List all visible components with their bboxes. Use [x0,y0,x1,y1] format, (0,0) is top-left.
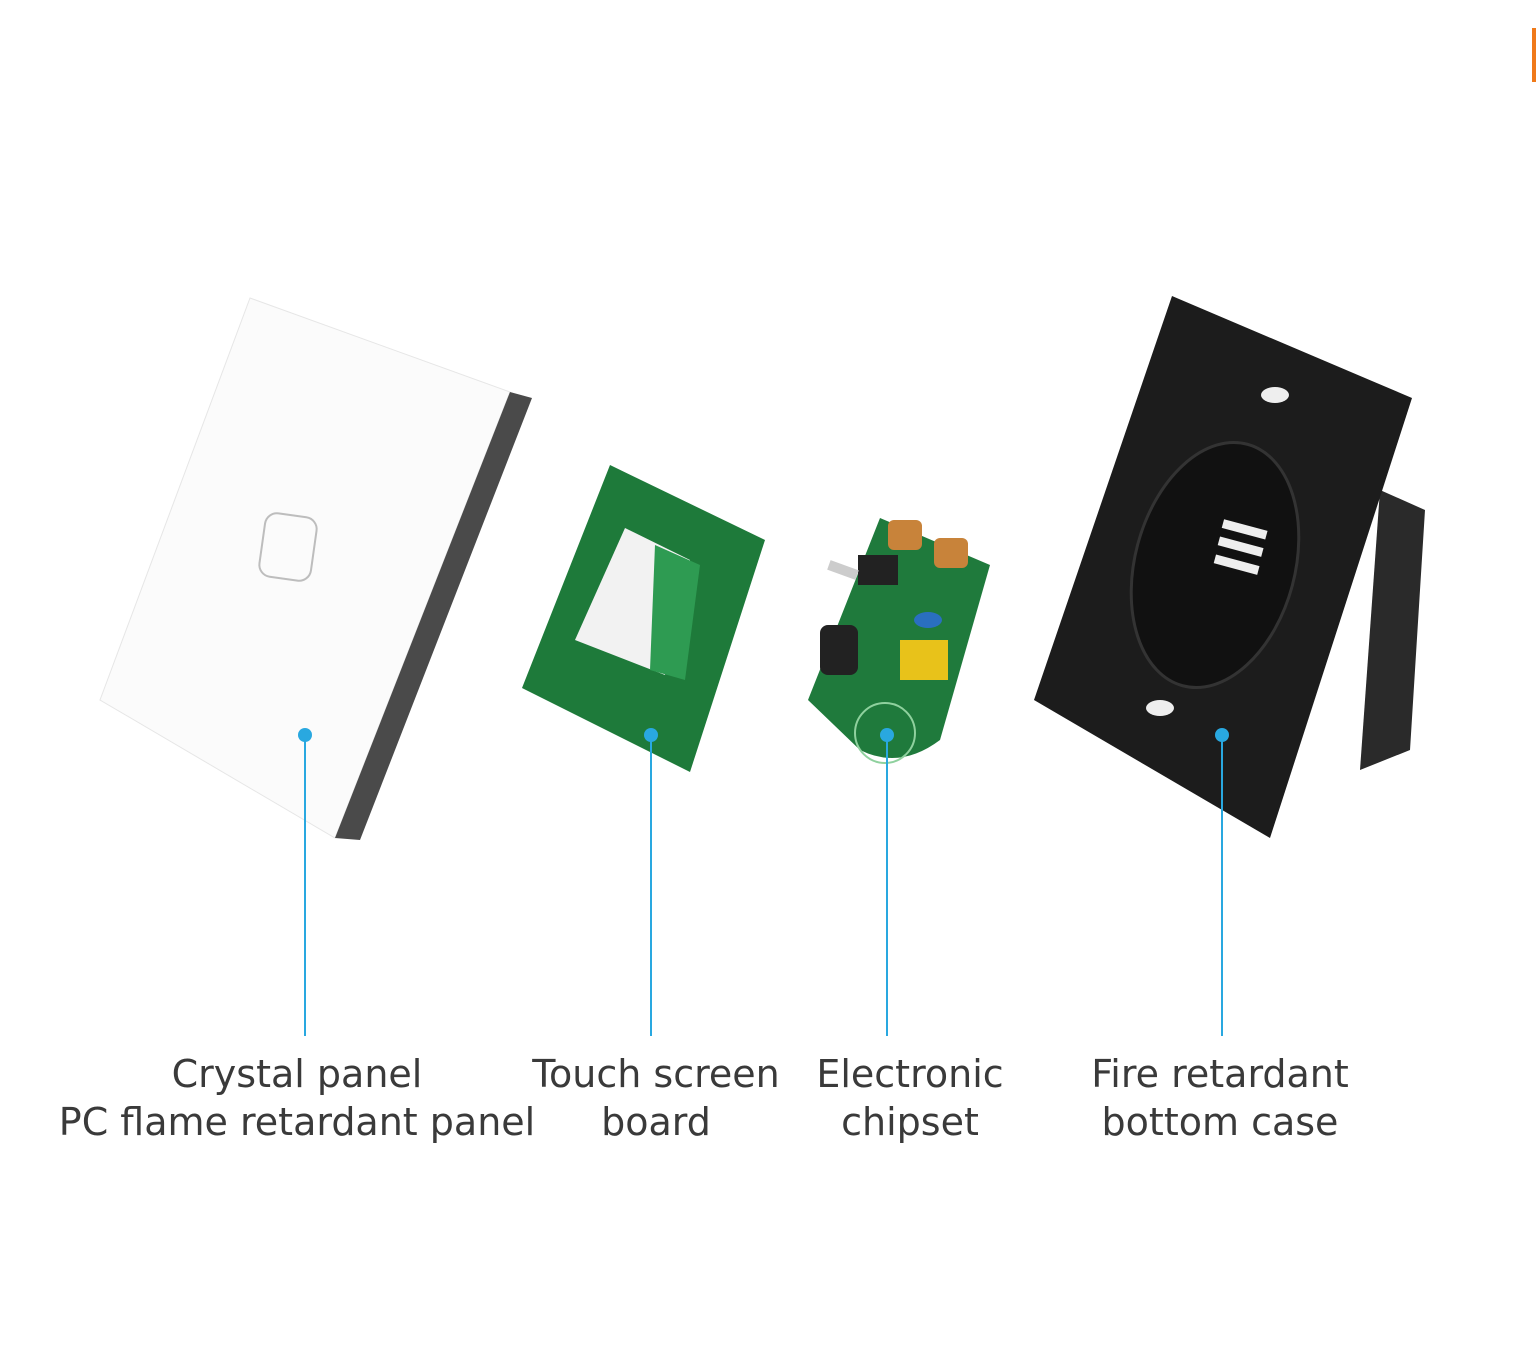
label-line: bottom case [1101,1100,1339,1144]
bottom-case-image [1034,296,1425,838]
label-line: PC flame retardant panel [58,1100,536,1144]
label-line: Touch screen [532,1052,780,1096]
label-line: Electronic [816,1052,1004,1096]
marker-dot [298,728,312,742]
bottom-case-label: Fire retardant bottom case [1091,1050,1349,1146]
label-line: Fire retardant [1091,1052,1349,1096]
leader-lines [298,728,1229,1036]
crystal-panel-image [99,297,532,840]
marker-dot [1215,728,1229,742]
label-line: chipset [841,1100,979,1144]
touch-screen-board-image [522,465,765,772]
marker-dot [880,728,894,742]
label-line: Crystal panel [171,1052,423,1096]
touch-screen-board-label: Touch screen board [532,1050,779,1146]
touch-button-outline [258,512,318,582]
crystal-panel-label: Crystal panel PC flame retardant panel [59,1050,535,1146]
electronic-chipset-image [808,518,990,764]
electronic-chipset-label: Electronic chipset [816,1050,1003,1146]
orange-edge-mark [1532,28,1536,82]
label-line: board [601,1100,711,1144]
marker-dot [644,728,658,742]
